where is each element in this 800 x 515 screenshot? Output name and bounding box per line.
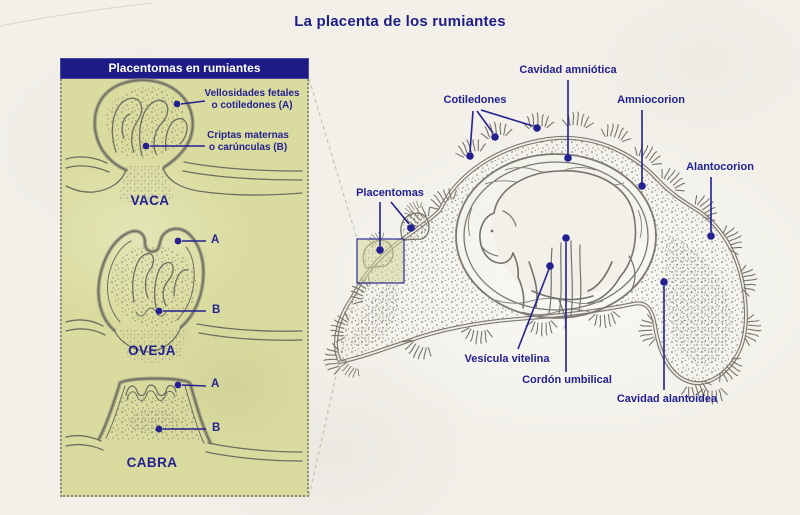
zoom-connector-lines — [308, 78, 358, 497]
panel-header-label: Placentomas en rumiantes — [108, 61, 261, 75]
label-oveja: OVEJA — [128, 343, 176, 358]
label-alantocorion: Alantocorion — [686, 161, 754, 173]
fetus-body — [491, 169, 636, 297]
label-cabra: CABRA — [126, 455, 178, 470]
label-amniocorion: Amniocorion — [617, 94, 685, 106]
label-cotiledones: Cotiledones — [443, 94, 507, 106]
label-cavidad-amniotica: Cavidad amniótica — [519, 64, 617, 76]
placentomas-panel: Placentomas en rumiantes — [60, 58, 309, 497]
label-line: o cotiledones (A) — [211, 99, 293, 111]
label-criptas-maternas: Criptas maternas o carúnculas (B) — [200, 130, 296, 153]
zoom-square — [356, 238, 405, 284]
label-vaca: VACA — [130, 193, 170, 208]
marker-a-cabra: A — [211, 378, 220, 390]
label-cavidad-alantoidea: Cavidad alantoidea — [616, 393, 718, 405]
umbilical-cord-lines — [548, 240, 582, 329]
label-line: Criptas maternas — [207, 130, 289, 141]
panel-header: Placentomas en rumiantes — [60, 58, 309, 79]
label-placentomas: Placentomas — [356, 187, 424, 199]
marker-b-oveja: B — [212, 304, 221, 316]
label-line: o carúnculas (B) — [208, 141, 288, 153]
marker-a-oveja: A — [211, 234, 220, 246]
label-cordon-umbilical: Cordón umbilical — [522, 374, 612, 386]
label-vesicula-vitelina: Vesícula vitelina — [464, 353, 550, 365]
placentome-bumps — [362, 212, 430, 269]
label-line: Vellosidades fetales — [204, 88, 300, 99]
fetus-outline — [479, 170, 637, 309]
page-title: La placenta de los rumiantes — [294, 13, 506, 30]
marker-b-cabra: B — [212, 422, 221, 434]
label-vellosidades-fetales: Vellosidades fetales o cotiledones (A) — [200, 88, 304, 111]
